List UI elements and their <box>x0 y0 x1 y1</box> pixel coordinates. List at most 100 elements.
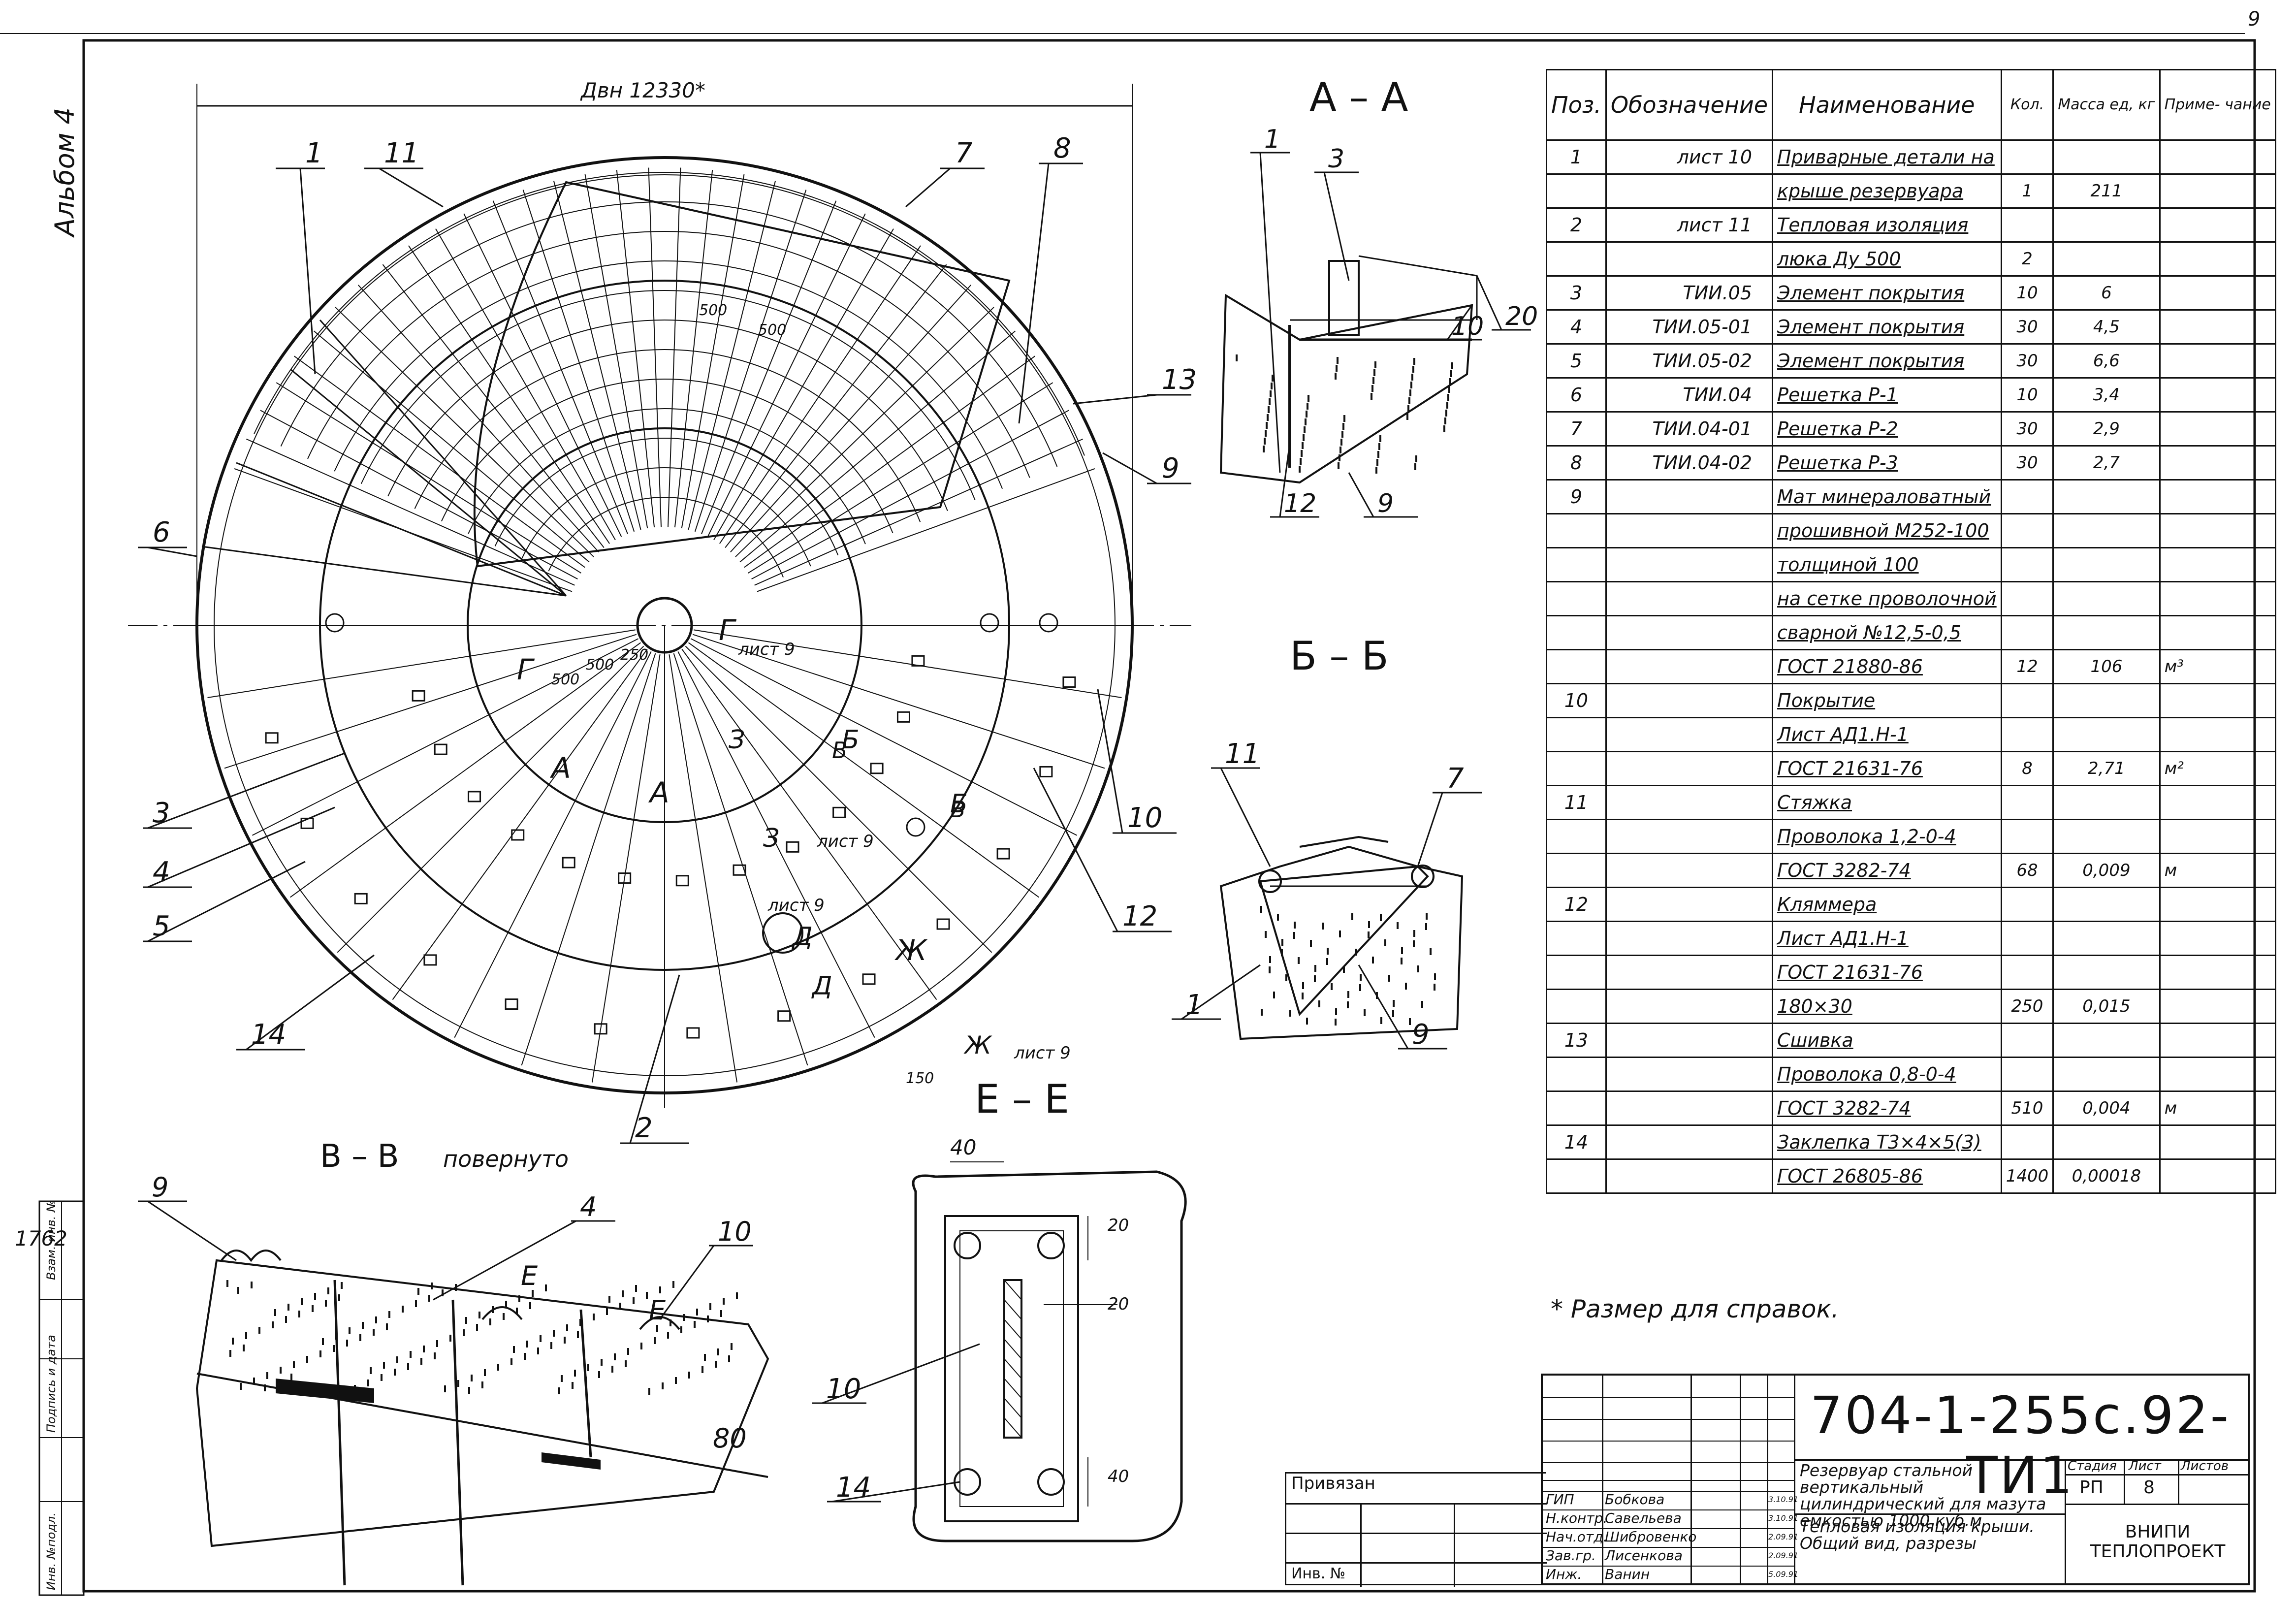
spec-name: сварной №12,5-0,5 <box>1772 615 2002 650</box>
spec-mass: 0,00018 <box>2052 1158 2161 1194</box>
spec-mass: 2,9 <box>2052 411 2161 447</box>
spec-mass: 6 <box>2052 275 2161 311</box>
spec-note <box>2159 479 2276 514</box>
signature-name: Савельева <box>1605 1510 1682 1526</box>
plan-callout: 4 <box>153 856 170 888</box>
spec-name: прошивной М252-100 <box>1772 513 2002 548</box>
signature-name: Лисенкова <box>1605 1547 1683 1564</box>
spec-note <box>2159 1023 2276 1058</box>
signature-date: 3.10.91 <box>1768 1495 1799 1504</box>
spec-note: м <box>2159 1091 2276 1126</box>
spec-qty <box>2000 1023 2054 1058</box>
title-description-1: Резервуар стальной вертикальный цилиндри… <box>1800 1461 2046 1530</box>
vv-callout: Е <box>649 1295 666 1326</box>
spec-qty: 1 <box>2000 173 2054 209</box>
strip-label-2: Взам. инв. № <box>44 1200 58 1280</box>
spec-name: Сшивка <box>1772 1023 2002 1058</box>
plan-section-mark: Г <box>719 613 737 647</box>
spec-designation <box>1605 241 1774 277</box>
spec-header-name: Наименование <box>1772 69 2002 141</box>
signature-name: Ванин <box>1605 1566 1650 1582</box>
spec-note <box>2159 955 2276 990</box>
spec-pos <box>1546 751 1607 786</box>
plan-callout: 6 <box>153 516 170 548</box>
aa-callout: 3 <box>1328 144 1344 174</box>
plan-grid-dim: 500 <box>758 321 786 339</box>
signature-date: 2.09.91 <box>1768 1532 1799 1541</box>
strip-label-1: Подпись и дата <box>44 1335 58 1433</box>
signature-role: Зав.гр. <box>1546 1547 1596 1564</box>
plan-grid-dim: 250 <box>620 646 648 664</box>
spec-note <box>2159 887 2276 922</box>
spec-designation <box>1605 853 1774 888</box>
spec-pos: 1 <box>1546 139 1607 175</box>
plan-callout: 5 <box>153 910 170 942</box>
spec-pos <box>1546 853 1607 888</box>
spec-mass <box>2052 1057 2161 1092</box>
spec-name: ГОСТ 3282-74 <box>1772 1091 2002 1126</box>
plan-grid-dim: 500 <box>551 671 579 688</box>
plan-callout: 13 <box>1162 364 1197 396</box>
spec-designation: ТИИ.04 <box>1605 377 1774 413</box>
spec-designation <box>1605 955 1774 990</box>
spec-designation: ТИИ.05-01 <box>1605 309 1774 345</box>
plan-section-mark: Д <box>792 922 813 952</box>
spec-designation <box>1605 921 1774 956</box>
spec-mass <box>2052 955 2161 990</box>
spec-header-pos: Поз. <box>1546 69 1607 141</box>
spec-pos <box>1546 513 1607 548</box>
plan-callout: 14 <box>251 1019 286 1051</box>
spec-name: Стяжка <box>1772 785 2002 820</box>
section-vv: В – В повернуто <box>195 1138 769 1586</box>
left-binding-strip: Взам. инв. № Подпись и дата Инв. №подл. … <box>15 1200 85 1596</box>
sheets-header: Листов <box>2181 1459 2229 1474</box>
spec-mass <box>2052 513 2161 548</box>
spec-mass <box>2052 683 2161 718</box>
vv-callout: 80 <box>713 1423 747 1454</box>
plan-sheet-ref: лист 9 <box>817 832 874 851</box>
spec-mass <box>2052 241 2161 277</box>
spec-qty: 68 <box>2000 853 2054 888</box>
aa-callout: 10 <box>1451 312 1484 341</box>
spec-mass <box>2052 1023 2161 1058</box>
section-ee-title: Е – Е <box>975 1076 1069 1122</box>
vv-callout: 10 <box>718 1216 752 1247</box>
spec-pos <box>1546 1158 1607 1194</box>
plan-section-mark: Ж <box>894 933 928 967</box>
spec-note <box>2159 275 2276 311</box>
plan-section-mark: Ж <box>963 1031 992 1059</box>
signature-role: Инж. <box>1546 1566 1582 1582</box>
signature-date: 3.10.91 <box>1768 1513 1799 1523</box>
binding-label: Привязан <box>1291 1474 1375 1493</box>
signature-date: 2.09.91 <box>1768 1551 1799 1560</box>
stage-header: Стадия <box>2068 1459 2117 1474</box>
spec-designation: лист 10 <box>1605 139 1774 175</box>
spec-qty <box>2000 717 2054 752</box>
spec-pos <box>1546 547 1607 582</box>
inv-label: Инв. № <box>1291 1565 1346 1582</box>
aa-callout: 20 <box>1505 302 1538 331</box>
spec-qty <box>2000 581 2054 616</box>
section-vv-title: В – В <box>320 1138 399 1175</box>
spec-designation: ТИИ.05-02 <box>1605 343 1774 379</box>
spec-designation <box>1605 989 1774 1024</box>
section-aa-title: А – А <box>1309 74 1408 120</box>
spec-designation: ТИИ.05 <box>1605 275 1774 311</box>
spec-note <box>2159 445 2276 481</box>
spec-name: толщиной 100 <box>1772 547 2002 582</box>
spec-name: ГОСТ 21631-76 <box>1772 751 2002 786</box>
plan-callout: 10 <box>1127 802 1162 834</box>
spec-designation <box>1605 173 1774 209</box>
